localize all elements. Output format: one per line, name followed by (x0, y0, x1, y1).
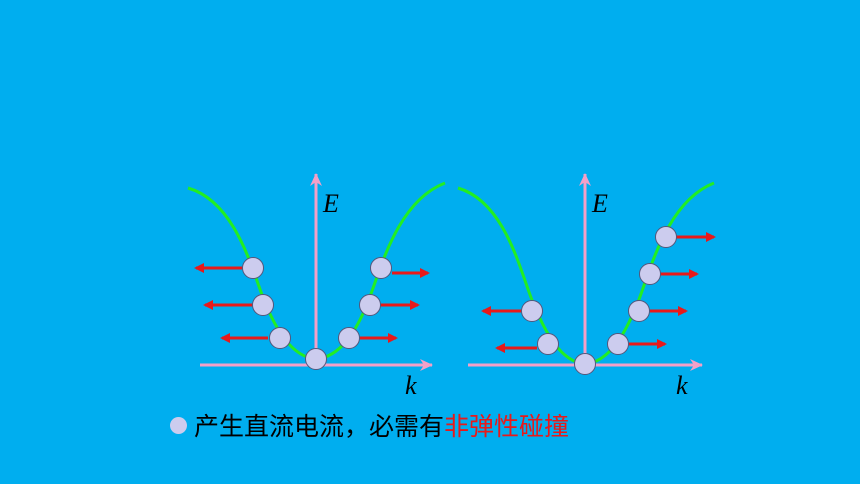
left-electron-right-1 (338, 327, 360, 349)
left-k-axis-label: k (405, 371, 417, 400)
left-e-axis-label: E (322, 189, 339, 218)
right-e-axis-label: E (591, 189, 608, 218)
caption-highlight: 非弹性碰撞 (444, 412, 570, 441)
right-k-axis-label: k (676, 371, 688, 400)
caption: 产生直流电流，必需有非弹性碰撞 (170, 405, 569, 445)
right-electron-left-2 (521, 300, 543, 322)
left-electron-left-3 (242, 257, 264, 279)
left-electron-right-3 (370, 257, 392, 279)
left-electron-right-2 (359, 294, 381, 316)
right-electron-bottom (574, 353, 596, 375)
right-electron-right-3 (639, 263, 661, 285)
right-panel: E k (457, 173, 716, 400)
left-electron-bottom (305, 348, 327, 370)
right-electron-right-2 (628, 300, 650, 322)
right-electron-right-1 (607, 333, 629, 355)
right-electron-left-1 (537, 333, 559, 355)
left-electron-left-2 (252, 294, 274, 316)
left-panel: E k (187, 173, 446, 400)
bullet-circle-icon (170, 416, 187, 434)
caption-text: 产生直流电流，必需有 (194, 412, 445, 441)
right-electron-right-4 (655, 226, 677, 248)
left-electron-left-1 (269, 327, 291, 349)
